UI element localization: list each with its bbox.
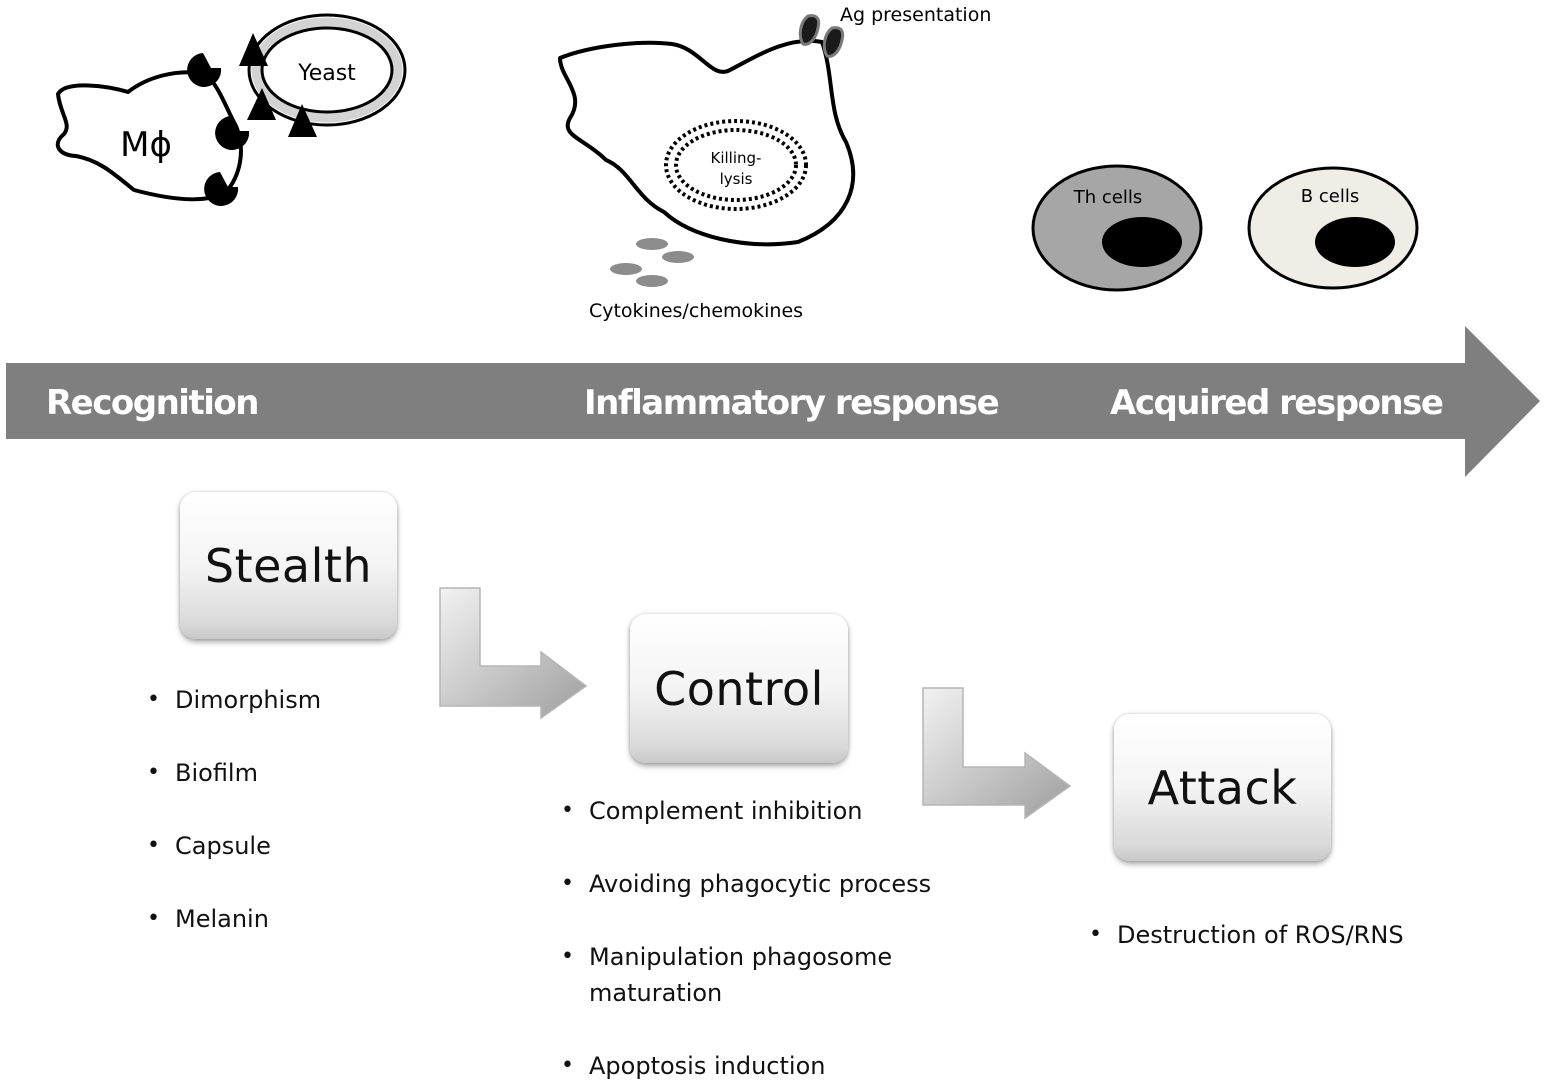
yeast-label: Yeast [297,61,356,86]
b-cells-label: B cells [1301,186,1359,207]
list-item: Avoiding phagocytic process [561,866,961,902]
stealth-box: Stealth [180,492,397,639]
ligand-triangle-1 [239,33,268,66]
inflammatory-cell-outline [558,38,856,247]
cytokines-label: Cytokines/chemokines [589,300,803,322]
list-item: Complement inhibition [561,793,961,829]
attack-box: Attack [1114,714,1331,861]
timeline-phase-recognition: Recognition [46,383,258,423]
list-item: Manipulation phagosome maturation [561,939,919,1011]
lymphocytes-group: Th cells B cells [1031,164,1419,292]
timeline-arrow-shape [6,326,1540,477]
ag-presentation-molecule-1 [798,14,821,46]
th-cells-label: Th cells [1073,187,1142,208]
list-item: Melanin [147,901,447,937]
cytokine-dot-1 [636,238,668,250]
list-item: Apoptosis induction [561,1048,961,1084]
phagosome-inner-ring [674,128,798,202]
macrophage-label: Mϕ [120,125,172,165]
ligand-triangle-3 [288,104,317,137]
control-bullet-list: Complement inhibition Avoiding phagocyti… [561,793,961,1084]
timeline-phase-inflammatory: Inflammatory response [584,383,999,423]
cytokine-dot-3 [610,263,642,275]
list-item: Biofilm [147,755,447,791]
cytokine-dot-4 [636,275,668,287]
timeline-phase-acquired: Acquired response [1110,383,1443,423]
control-box: Control [630,614,848,763]
phagosome-outer-ring [664,119,808,211]
macrophage-yeast-group: Mϕ Yeast [55,13,407,206]
elbow-arrow-control-to-attack [922,687,1072,820]
receptor-shape-1 [187,53,222,87]
stealth-bullet-list: Dimorphism Biofilm Capsule Melanin [147,682,447,937]
ag-presentation-molecule-2 [822,26,845,58]
receptor-shape-2 [215,116,250,150]
cytokine-dot-2 [662,251,694,263]
yeast-cell-wall [251,17,403,123]
receptor-shape-3 [204,172,239,206]
attack-bullet-list: Destruction of ROS/RNS [1089,917,1509,953]
th-cell-nucleus [1102,217,1182,267]
killing-label-line2: lysis [720,170,753,188]
b-cell-nucleus [1315,217,1395,267]
inflammatory-macrophage-group: Killing- lysis Ag presentation Cytokines… [558,4,991,322]
timeline-arrow: Recognition Inflammatory response Acquir… [6,326,1540,477]
elbow-arrow-stealth-to-control [439,587,588,720]
killing-label-line1: Killing- [711,149,762,167]
ag-presentation-label: Ag presentation [840,4,991,26]
yeast-cell-inner [260,26,394,114]
list-item: Destruction of ROS/RNS [1089,917,1509,953]
ligand-triangle-2 [247,88,276,120]
list-item: Dimorphism [147,682,447,718]
list-item: Capsule [147,828,447,864]
